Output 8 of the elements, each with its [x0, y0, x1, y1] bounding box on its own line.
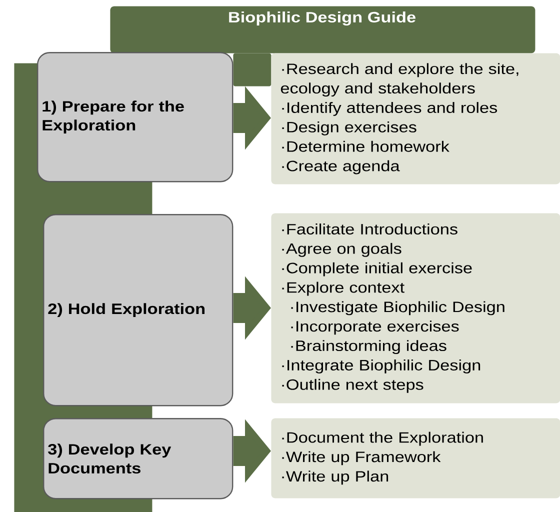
- list-panel: ·Document the Exploration ·Write up Framework ·Write up Plan: [271, 418, 560, 498]
- step-box: 1) Prepare for the Exploration: [37, 52, 234, 182]
- step-box: 3) Develop Key Documents: [43, 418, 234, 500]
- list-panel: ·Facilitate Introductions ·Agree on goals ·Complete initial exercise ·Explore context ·Investigate Biophilic Design ·Incorporate exercises ·Brainstorming ideas ·Integrate Biophilic Design ·Outline next steps: [271, 213, 560, 404]
- banner-tab: [233, 53, 272, 86]
- banner: Biophilic Design Guide: [110, 6, 536, 54]
- step-box: 2) Hold Exploration: [43, 214, 234, 406]
- list-panel: ·Research and explore the site, ecology and stakeholders ·Identify attendees and roles ·Design exercises ·Determine homework ·Create agenda: [271, 53, 560, 184]
